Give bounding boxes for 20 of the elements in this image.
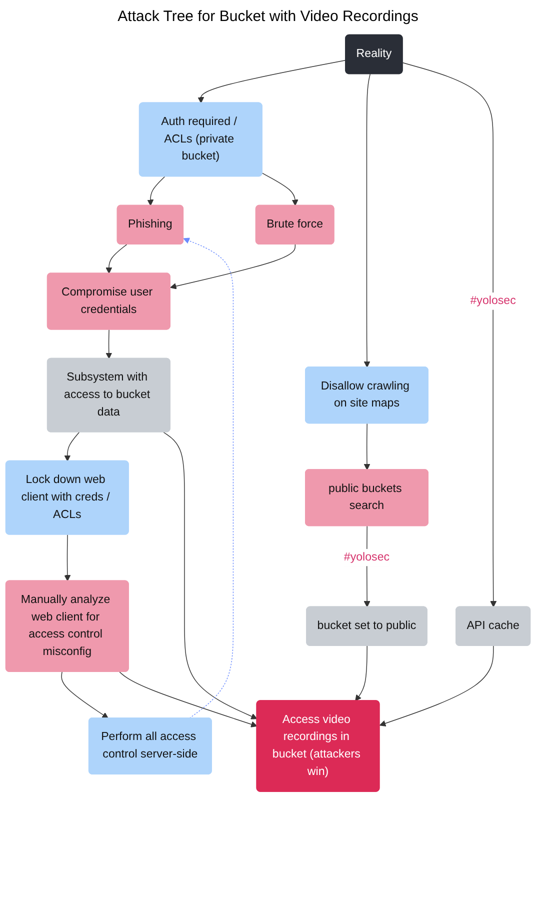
- arrow: [402, 62, 497, 608]
- edge-label: #yolosec: [470, 294, 516, 307]
- arrow: [364, 74, 371, 368]
- diagram-title: Attack Tree for Bucket with Video Recordings: [116, 7, 420, 27]
- arrow: [163, 432, 258, 720]
- arrow: [64, 432, 80, 462]
- arrow: [364, 423, 370, 470]
- arrow: [262, 172, 298, 206]
- arrow: [147, 176, 166, 206]
- arrow: [198, 60, 346, 104]
- arrow: [183, 238, 234, 719]
- arrow: [170, 244, 296, 290]
- arrow: [106, 244, 128, 274]
- arrow: [106, 329, 112, 359]
- arrow: [355, 646, 368, 702]
- arrow: [61, 672, 108, 718]
- edge-label: #yolosec: [344, 551, 390, 564]
- arrow: [379, 646, 494, 726]
- arrow: [64, 534, 71, 582]
- arrow: [119, 672, 258, 728]
